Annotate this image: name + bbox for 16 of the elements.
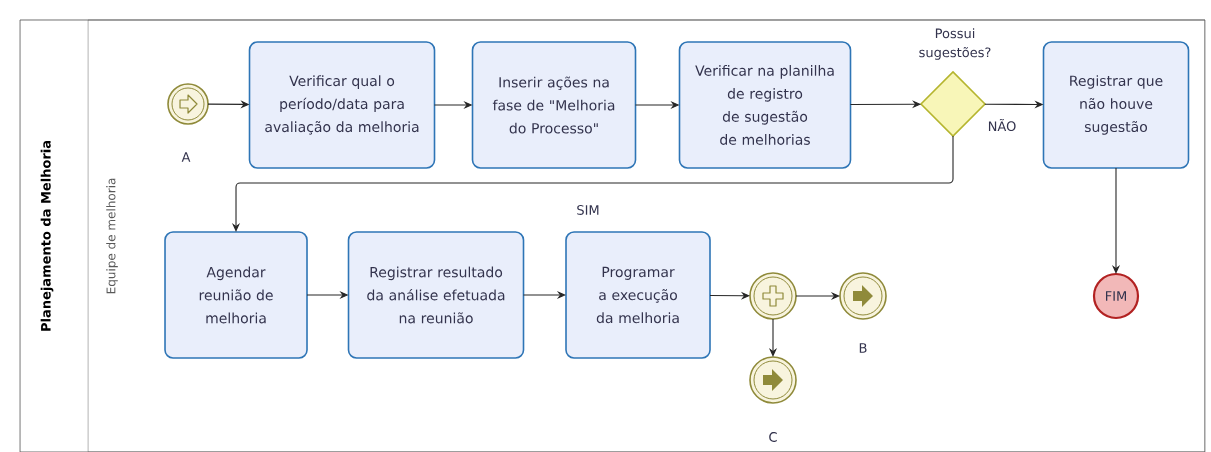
event-label: A (181, 152, 191, 162)
parallel-gateway (749, 272, 797, 320)
decision-label: Possui sugestões? (919, 28, 991, 60)
event-label: B (859, 343, 867, 353)
task-box: Verificar na planilha de registro de sugestão de melhorias (678, 41, 852, 169)
pool-label: Planejamento da Melhoria (40, 141, 54, 331)
task-box: Inserir ações na fase de "Melhoria do Processo" (471, 41, 637, 169)
task-box: Verificar qual o período/data para avaliação da melhoria (248, 41, 436, 169)
task-box: Programar a execução da melhoria (565, 231, 711, 359)
task-box: Registrar resultado da análise efetuada na reunião (347, 231, 525, 359)
task-box: Agendar reunião de melhoria (164, 231, 308, 359)
arrow (709, 291, 750, 300)
lane-label: Equipe de melhoria (106, 178, 118, 294)
edge-label: SIM (575, 204, 601, 216)
task-box: Registrar que não houve sugestão (1042, 41, 1190, 169)
event-label: C (769, 432, 777, 442)
